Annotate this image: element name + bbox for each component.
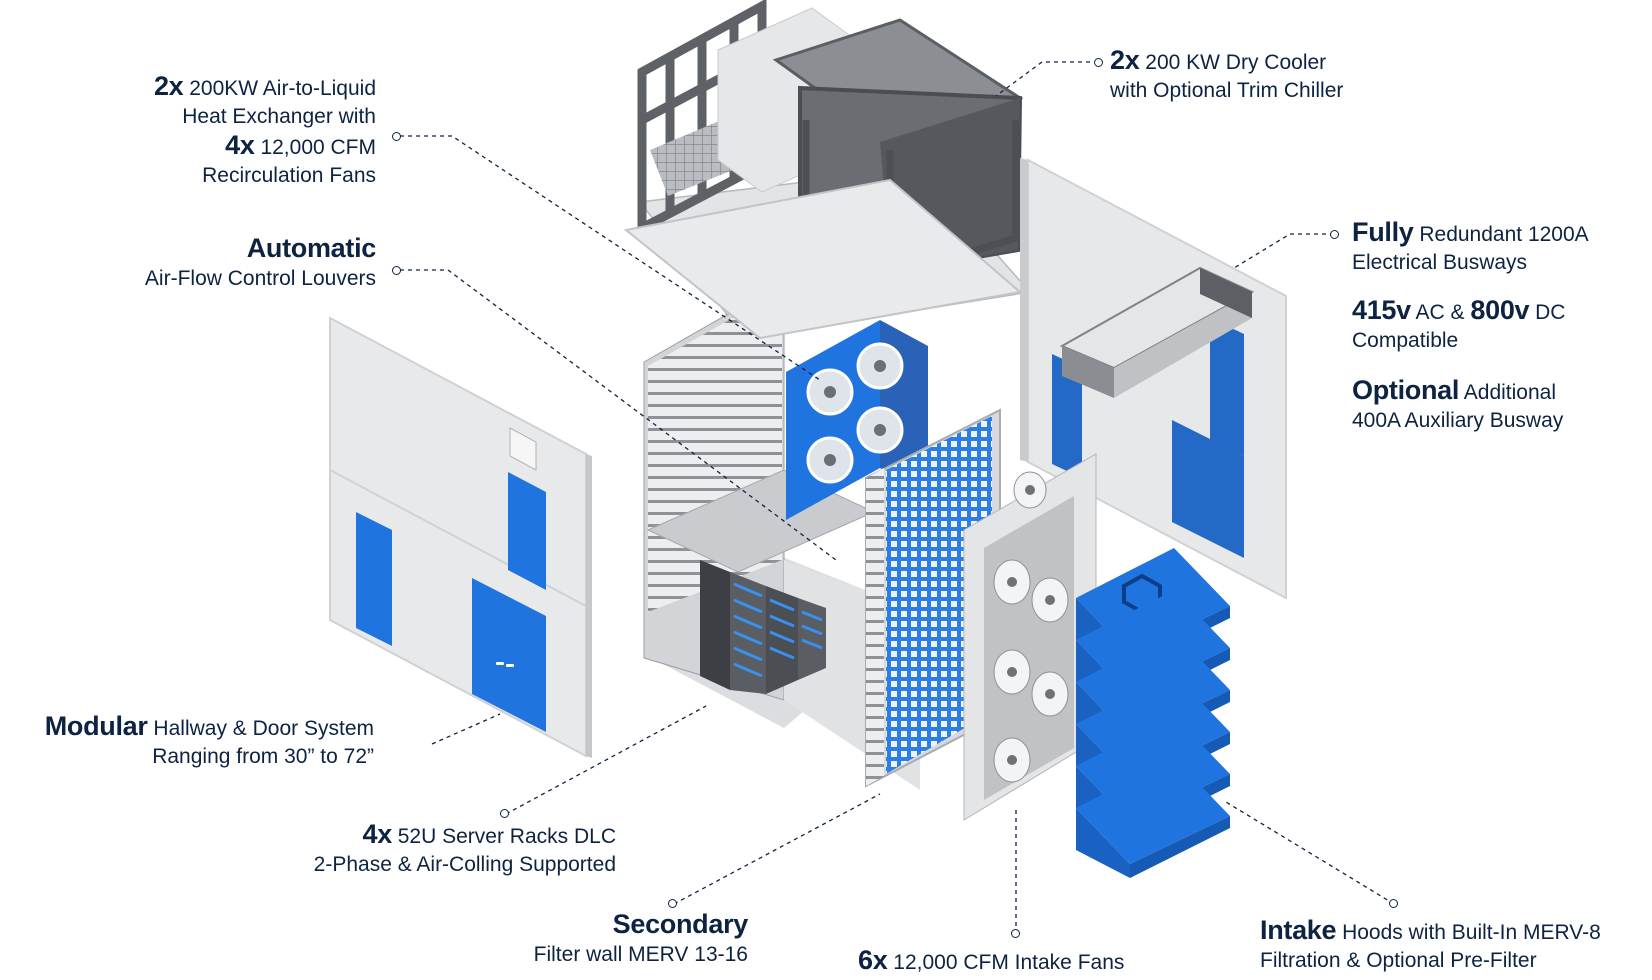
fan-icon bbox=[856, 342, 904, 390]
busway-blue-strip-right bbox=[1210, 318, 1244, 456]
fan-icon bbox=[806, 368, 854, 416]
hallway-double-door bbox=[472, 578, 546, 732]
fan-icon bbox=[1031, 671, 1069, 717]
callout-heat-exchanger: 2x 200KW Air-to-Liquid Heat Exchanger wi… bbox=[153, 71, 376, 187]
callout-intake-fans: 6x 12,000 CFM Intake Fans bbox=[858, 945, 1125, 975]
callout-louvers: Automatic Air-Flow Control Louvers bbox=[144, 233, 376, 290]
busway-blue-strip-left bbox=[1052, 354, 1082, 478]
hallway-door-small bbox=[356, 512, 392, 646]
callout-dot bbox=[1389, 899, 1398, 908]
hallway-door-wall bbox=[329, 316, 592, 758]
hallway-door-tall bbox=[508, 472, 546, 590]
intake-fan-wall bbox=[963, 453, 1097, 821]
server-rack bbox=[798, 598, 826, 680]
air-flow-louvers-upper bbox=[648, 290, 782, 528]
callout-dot bbox=[392, 132, 401, 141]
callout-aux-busway: Optional Additional 400A Auxiliary Buswa… bbox=[1352, 375, 1564, 432]
intake-hood bbox=[1076, 758, 1230, 878]
fan-icon bbox=[1031, 577, 1069, 623]
door-handle-icon bbox=[496, 662, 514, 667]
intake-hood-stack bbox=[1076, 548, 1230, 878]
fan-icon bbox=[856, 406, 904, 454]
server-rack bbox=[700, 560, 730, 690]
fan-icon bbox=[806, 436, 854, 484]
callout-busways: Fully Redundant 1200A Electrical Busways bbox=[1352, 217, 1589, 274]
server-rack-group bbox=[700, 560, 826, 694]
leader-lines bbox=[400, 61, 1395, 934]
electrical-busway-front bbox=[1062, 346, 1114, 398]
fan-icon bbox=[993, 737, 1031, 783]
callout-dry-cooler: 2x 200 KW Dry Cooler with Optional Trim … bbox=[1110, 45, 1344, 102]
callout-dot bbox=[392, 266, 401, 275]
callout-filter-wall: Secondary Filter wall MERV 13-16 bbox=[533, 909, 749, 966]
callout-intake-hoods: Intake Hoods with Built-In MERV-8 Filtra… bbox=[1260, 915, 1601, 972]
callout-hallway: Modular Hallway & Door System Ranging fr… bbox=[44, 711, 374, 768]
filter-wall-louver-strip bbox=[866, 468, 884, 786]
callout-dot bbox=[1094, 58, 1103, 67]
callout-voltage: 415v AC & 800v DC Compatible bbox=[1352, 295, 1566, 352]
busway-wall-edge bbox=[1020, 158, 1028, 462]
callout-dot bbox=[1330, 230, 1339, 239]
fan-icon bbox=[1013, 471, 1047, 509]
busway-blue-door bbox=[1172, 420, 1244, 558]
callout-dot bbox=[1011, 929, 1020, 938]
heat-exchanger bbox=[786, 320, 928, 520]
callout-server-racks: 4x 52U Server Racks DLC 2-Phase & Air-Co… bbox=[313, 819, 616, 876]
callout-dot bbox=[668, 899, 677, 908]
fan-icon bbox=[993, 649, 1031, 695]
hallway-wall-edge bbox=[586, 454, 592, 758]
electrical-busway-end bbox=[1200, 268, 1252, 318]
module-top-panel bbox=[623, 178, 1023, 340]
hallway-vent bbox=[509, 427, 537, 471]
server-rack bbox=[766, 586, 798, 694]
callout-dot bbox=[500, 809, 509, 818]
fan-icon bbox=[993, 559, 1031, 605]
electrical-busway-side bbox=[1114, 292, 1252, 398]
